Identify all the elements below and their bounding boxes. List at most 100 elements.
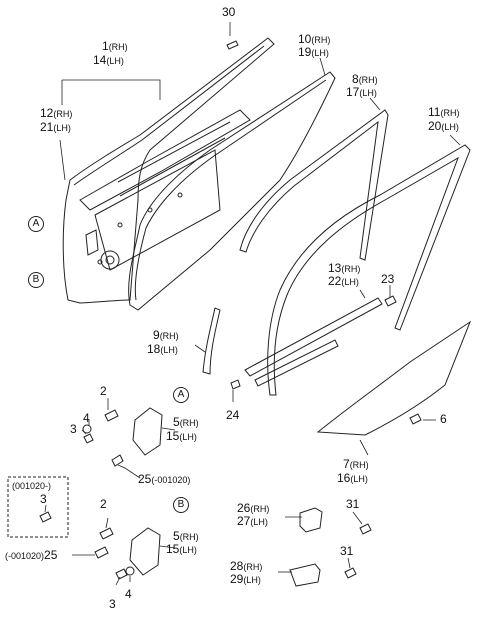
door-weatherstrip [128, 71, 336, 311]
glass-run-channel [239, 109, 389, 261]
callout-10: 10(RH) [298, 33, 330, 46]
callout-6: 6 [440, 412, 447, 426]
callout-29: 29(LH) [230, 573, 261, 586]
marker-b-hinge: B [173, 497, 189, 513]
callout-12-num: 12 [40, 106, 54, 120]
callout-21: 21(LH) [40, 121, 71, 134]
callout-25-upper-num: 25 [138, 472, 152, 486]
callout-4-upper: 4 [83, 411, 90, 425]
callout-1-num: 1 [102, 39, 109, 53]
variant-box-label: (001020-) [12, 481, 52, 491]
callout-20-side: (LH) [441, 122, 459, 132]
callout-11-side: (RH) [440, 108, 460, 118]
marker-a-hinge: A [173, 387, 189, 403]
callout-18-side: (LH) [160, 345, 178, 355]
callout-22-side: (LH) [341, 277, 359, 287]
callout-7-num: 7 [343, 457, 350, 471]
callout-16: 16(LH) [337, 472, 368, 485]
marker-b-door: B [28, 272, 44, 288]
callout-26-side: (RH) [250, 504, 270, 514]
callout-5-lower-num: 5 [173, 529, 180, 543]
cover-lower [289, 563, 321, 587]
callout-7: 7(RH) [343, 458, 369, 471]
callout-11: 11(RH) [428, 106, 459, 119]
callout-9: 9(RH) [153, 329, 179, 342]
callout-15-lower-side: (LH) [179, 545, 197, 555]
callout-15-lower-num: 15 [166, 542, 180, 556]
callout-17: 17(LH) [346, 86, 377, 99]
callout-25-lower-num: 25 [44, 548, 58, 562]
callout-21-side: (LH) [53, 123, 71, 133]
callout-9-num: 9 [153, 328, 160, 342]
callout-5-lower: 5(RH) [173, 530, 199, 543]
upper-hinge [132, 407, 163, 456]
cover-upper [299, 507, 323, 533]
callout-1-side: (RH) [108, 42, 128, 52]
callout-23: 23 [381, 272, 395, 286]
callout-10-side: (RH) [311, 35, 331, 45]
callout-3-box: 3 [40, 492, 47, 506]
callout-28-num: 28 [230, 559, 244, 573]
callout-26: 26(RH) [237, 502, 269, 515]
callout-15-lower: 15(LH) [166, 543, 197, 556]
callout-30: 30 [222, 5, 236, 19]
door-window-glass [316, 320, 472, 436]
callout-8-num: 8 [352, 72, 359, 86]
door-panel-shell [62, 37, 275, 304]
callout-14-num: 14 [93, 53, 107, 67]
callout-4-lower: 4 [125, 587, 132, 601]
callout-16-num: 16 [337, 471, 351, 485]
body-weatherstrip [267, 144, 471, 396]
variant-box [7, 476, 69, 538]
callout-25-lower-side: (-001020) [5, 551, 45, 561]
callout-17-side: (LH) [359, 88, 377, 98]
callout-14: 14(LH) [93, 54, 124, 67]
callout-21-num: 21 [40, 120, 54, 134]
outer-belt-weatherstrip [244, 297, 383, 377]
callout-25-upper-side: (-001020) [151, 475, 191, 485]
callout-14-side: (LH) [106, 56, 124, 66]
callout-18: 18(LH) [147, 343, 178, 356]
callout-22-num: 22 [328, 274, 342, 288]
callout-25-upper: 25(-001020) [138, 473, 190, 486]
callout-27-num: 27 [237, 514, 251, 528]
callout-12: 12(RH) [40, 107, 72, 120]
callout-28-side: (RH) [243, 562, 263, 572]
callout-24: 24 [226, 408, 240, 422]
callout-29-num: 29 [230, 572, 244, 586]
callout-8: 8(RH) [352, 73, 378, 86]
callout-5-upper-side: (RH) [179, 418, 199, 428]
callout-9-side: (RH) [159, 331, 179, 341]
callout-26-num: 26 [237, 501, 251, 515]
leader-lines [44, 22, 461, 586]
callout-13-side: (RH) [341, 264, 361, 274]
callout-19-side: (LH) [311, 48, 329, 58]
callout-18-num: 18 [147, 342, 161, 356]
callout-2-upper: 2 [100, 384, 107, 398]
callout-17-num: 17 [346, 85, 360, 99]
callout-1: 1(RH) [102, 40, 128, 53]
delta-molding [202, 307, 221, 375]
callout-28: 28(RH) [230, 560, 262, 573]
callout-5-upper: 5(RH) [173, 416, 199, 429]
callout-22: 22(LH) [328, 275, 359, 288]
callout-12-side: (RH) [53, 109, 73, 119]
callout-20-num: 20 [428, 119, 442, 133]
callout-11-num: 11 [428, 105, 441, 119]
callout-27: 27(LH) [237, 515, 268, 528]
callout-2-lower: 2 [100, 497, 107, 511]
callout-3-upper: 3 [70, 422, 77, 436]
bolt-parts [39, 40, 422, 580]
callout-31-upper: 31 [346, 497, 360, 511]
callout-20: 20(LH) [428, 120, 459, 133]
callout-19-num: 19 [298, 45, 312, 59]
marker-a-door: A [28, 216, 44, 232]
callout-3-lower: 3 [109, 597, 116, 611]
callout-16-side: (LH) [350, 474, 368, 484]
callout-15-upper: 15(LH) [166, 430, 197, 443]
callout-13-num: 13 [328, 261, 342, 275]
callout-15-upper-side: (LH) [179, 432, 197, 442]
callout-19: 19(LH) [298, 46, 329, 59]
callout-5-lower-side: (RH) [179, 532, 199, 542]
